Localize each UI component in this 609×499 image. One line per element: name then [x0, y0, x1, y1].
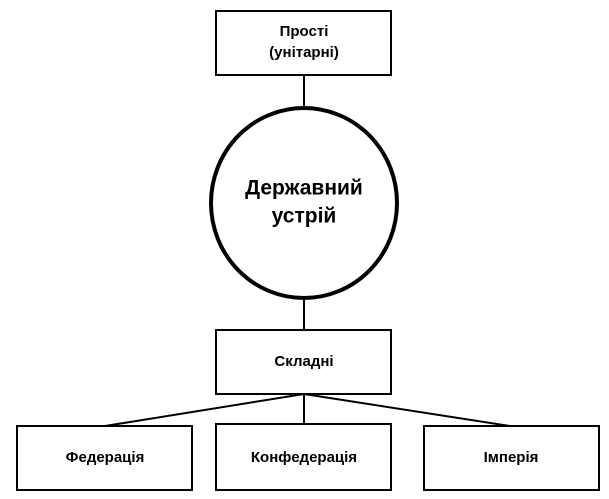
node-center-line2: устрій	[272, 205, 337, 228]
connector-branch-federation	[104, 393, 305, 427]
node-confederation: Конфедерація	[215, 423, 392, 491]
node-empire-label: Імперія	[484, 449, 539, 466]
node-simple-line2: (унітарні)	[269, 44, 339, 61]
node-complex: Складні	[215, 329, 392, 395]
connector-branch-empire	[303, 393, 511, 427]
node-federation: Федерація	[16, 425, 193, 491]
node-simple-line1: Прості	[280, 23, 329, 40]
node-simple-unitary: Прості (унітарні)	[215, 10, 392, 76]
node-federation-label: Федерація	[66, 449, 145, 466]
node-state-structure: Державний устрій	[209, 106, 399, 300]
node-center-line1: Державний	[245, 177, 363, 200]
node-confederation-label: Конфедерація	[251, 449, 357, 466]
node-empire: Імперія	[423, 425, 600, 491]
node-complex-label: Складні	[274, 353, 333, 370]
